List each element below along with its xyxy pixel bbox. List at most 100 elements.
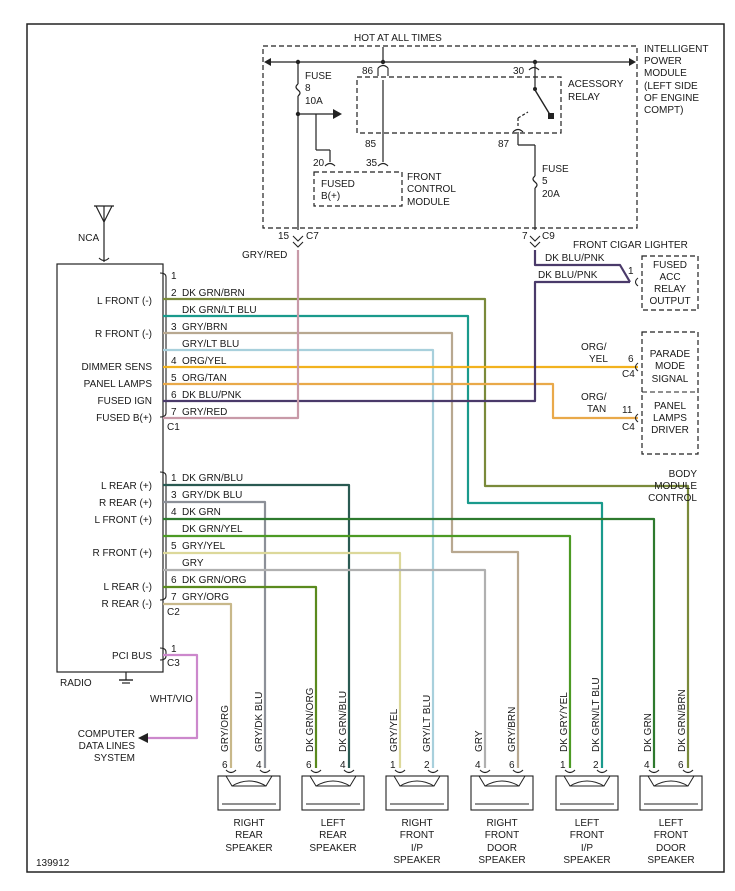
panel-3: DRIVER xyxy=(651,425,689,436)
radio-label: RADIO xyxy=(60,678,92,689)
wire-label-gry-brn: GRY/BRN xyxy=(182,322,227,333)
fused-acc-box xyxy=(641,255,699,311)
fuse5-label: FUSE xyxy=(542,164,569,175)
nca-label: NCA xyxy=(78,233,99,244)
c2-pin-5: 5 xyxy=(171,541,177,552)
spk1-wire-a: GRY/ORG xyxy=(220,705,231,752)
spk5-name-2: FRONT xyxy=(570,830,604,841)
spk4-wire-b: GRY/BRN xyxy=(507,707,518,752)
wire-dk-grn-lt-blu xyxy=(163,314,604,768)
pin-7-c9: 7 xyxy=(522,231,528,242)
spk6-name-2: FRONT xyxy=(654,830,688,841)
spk4-name-4: SPEAKER xyxy=(478,855,525,866)
radio-l-rear-pos: L REAR (+) xyxy=(101,481,152,492)
ipm-box xyxy=(262,45,638,229)
c2-pin-1: 1 xyxy=(171,473,177,484)
parade-pin: 6 xyxy=(628,354,634,365)
ipm-line-6: COMPT) xyxy=(644,105,683,116)
radio-l-rear-neg: L REAR (-) xyxy=(103,582,152,593)
fused-acc-4: OUTPUT xyxy=(649,296,690,307)
spk3-name-1: RIGHT xyxy=(401,818,432,829)
spk3-name-4: SPEAKER xyxy=(393,855,440,866)
fused-acc-3: RELAY xyxy=(654,284,686,295)
computer-label-3: SYSTEM xyxy=(94,753,135,764)
wire-label-gry-org: GRY/ORG xyxy=(182,592,229,603)
speaker-left-front-door: DK GRN DK GRN/BRN 4 6 LEFT FRONT DOOR SP… xyxy=(639,689,703,866)
parade-3: SIGNAL xyxy=(652,374,689,385)
fcm-label-3: MODULE xyxy=(407,197,450,208)
c2-pin-4: 4 xyxy=(171,507,177,518)
c9-wire-label-a: DK BLU/PNK xyxy=(545,253,605,264)
spk3-wire-a: GRY/YEL xyxy=(389,708,400,752)
spk6-pin-a: 4 xyxy=(644,760,650,771)
wire-label-gry-dk-blu: GRY/DK BLU xyxy=(182,490,242,501)
parade-2: MODE xyxy=(655,361,685,372)
wire-gry-red xyxy=(163,250,300,420)
spk4-name-1: RIGHT xyxy=(486,818,517,829)
wire-label-org-yel: ORG/YEL xyxy=(182,356,227,367)
wire-org-tan xyxy=(163,382,638,420)
conn-c9: C9 xyxy=(542,231,555,242)
radio-r-rear-pos: R REAR (+) xyxy=(99,498,152,509)
fuse5-rating: 20A xyxy=(542,189,560,200)
bcm-box xyxy=(641,331,699,455)
pin-15: 15 xyxy=(278,231,290,242)
panel-1: PANEL xyxy=(654,401,686,412)
spk2-pin-a: 6 xyxy=(306,760,312,771)
c4-a: C4 xyxy=(622,369,635,380)
c1-pin-2: 2 xyxy=(171,288,177,299)
wire-label-dk-grn-lt-blu: DK GRN/LT BLU xyxy=(182,305,257,316)
wire-label-gry-yel: GRY/YEL xyxy=(182,541,226,552)
wire-dk-blu-pnk xyxy=(163,280,630,403)
spk1-wire-b: GRY/DK BLU xyxy=(254,692,265,752)
wht-vio-label: WHT/VIO xyxy=(150,694,193,705)
computer-label-2: DATA LINES xyxy=(79,741,136,752)
wire-gry-brn xyxy=(163,331,520,768)
c1-connector: C1 xyxy=(167,422,180,433)
spk1-name-3: SPEAKER xyxy=(225,843,272,854)
spk5-pin-a: 1 xyxy=(560,760,566,771)
spk6-name-1: LEFT xyxy=(659,818,683,829)
fcm-box xyxy=(313,171,403,207)
fused-acc-2: ACC xyxy=(659,272,680,283)
pin-85: 85 xyxy=(365,139,377,150)
spk6-wire-a: DK GRN xyxy=(643,713,654,752)
c2-connector: C2 xyxy=(167,607,180,618)
wire-gry-org xyxy=(163,602,233,768)
radio-box xyxy=(56,263,164,673)
ground-icon xyxy=(119,672,133,684)
wire-dk-grn-org xyxy=(163,585,318,768)
hot-label: HOT AT ALL TIMES xyxy=(354,33,442,44)
radio-fused-ign: FUSED IGN xyxy=(98,396,152,407)
cigar-pin-1: 1 xyxy=(628,266,634,277)
c3-pin-1: 1 xyxy=(171,644,177,655)
speaker-right-front-ip: GRY/YEL GRY/LT BLU 1 2 RIGHT FRONT I/P S… xyxy=(385,695,449,866)
radio-r-rear-neg: R REAR (-) xyxy=(101,599,152,610)
wire-label-gry-lt-blu: GRY/LT BLU xyxy=(182,339,239,350)
speaker-left-front-ip: DK GRY/YEL DK GRN/LT BLU 1 2 LEFT FRONT … xyxy=(555,677,619,866)
pin-20: 20 xyxy=(313,158,325,169)
parade-1: PARADE xyxy=(650,349,691,360)
c4-b: C4 xyxy=(622,422,635,433)
spk5-wire-a: DK GRY/YEL xyxy=(559,692,570,752)
spk3-pin-b: 2 xyxy=(424,760,430,771)
org-tan-label-1: ORG/ xyxy=(581,392,607,403)
accessory-relay xyxy=(377,62,554,176)
spk1-pin-a: 6 xyxy=(222,760,228,771)
c1-pin-5: 5 xyxy=(171,373,177,384)
radio-l-front-pos: L FRONT (+) xyxy=(94,515,152,526)
spk4-name-2: FRONT xyxy=(485,830,519,841)
fuse8-rating: 10A xyxy=(305,96,323,107)
radio-dimmer-sens: DIMMER SENS xyxy=(81,362,152,373)
spk3-name-3: I/P xyxy=(411,843,424,854)
c9-wire-label-b: DK BLU/PNK xyxy=(538,270,598,281)
spk6-name-3: DOOR xyxy=(656,843,686,854)
wire-label-dk-blu-pnk: DK BLU/PNK xyxy=(182,390,242,401)
outer-border xyxy=(26,23,725,873)
spk2-name-3: SPEAKER xyxy=(309,843,356,854)
pin-87: 87 xyxy=(498,139,510,150)
ipm-line-2: POWER xyxy=(644,56,682,67)
spk2-name-2: REAR xyxy=(319,830,347,841)
wire-gry-dk-blu xyxy=(163,500,267,768)
ipm-line-4: (LEFT SIDE xyxy=(644,81,698,92)
